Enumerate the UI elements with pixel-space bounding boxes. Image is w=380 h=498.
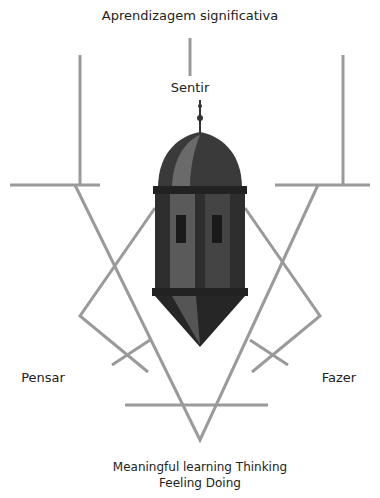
- diagram-caption: Meaningful learning Thinking Feeling Doi…: [111, 459, 289, 491]
- concept-label: Pensar: [21, 369, 65, 387]
- diagram-title: Aprendizagem significativa: [102, 7, 278, 25]
- concept-label: Sentir: [168, 79, 213, 97]
- concept-label: Fazer: [322, 369, 356, 387]
- tower-illustration: [152, 100, 248, 347]
- structure-lines: [10, 38, 370, 440]
